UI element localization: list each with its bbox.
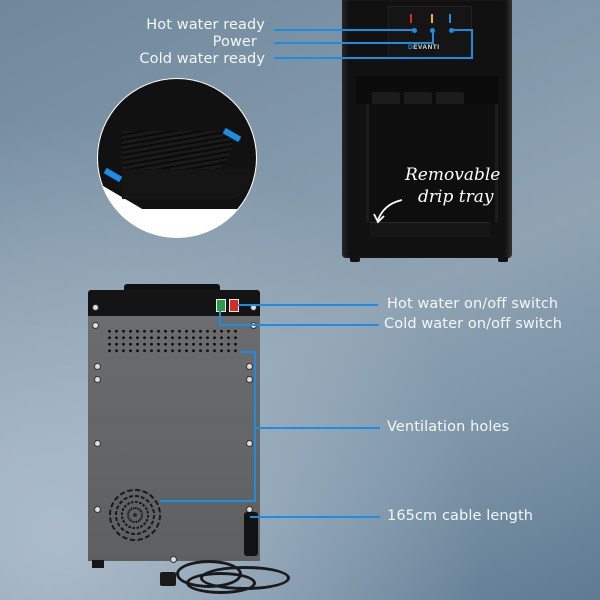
drip-tray-zoom-inset: [97, 78, 257, 238]
vent-leader-top: [240, 351, 256, 353]
tap-hot: [372, 92, 400, 106]
drip-tray-annotation-line2: drip tray: [418, 187, 494, 207]
curved-arrow-icon: [373, 199, 403, 224]
screw: [246, 363, 253, 370]
power-label: Power: [212, 34, 257, 50]
hot-indicator-icon: [410, 14, 412, 23]
cold-water-switch-label: Cold water on/off switch: [384, 316, 563, 332]
power-leader-line: [274, 42, 434, 44]
fan-leader-line: [160, 500, 256, 502]
ventilation-holes-label: Ventilation holes: [387, 419, 510, 435]
power-cable-inlet: [244, 512, 258, 556]
inset-drip-grill: [122, 131, 232, 173]
screw: [94, 363, 101, 370]
cold-ready-leader-riser: [471, 29, 473, 59]
drip-tray: [370, 222, 490, 237]
hot-ready-dot: [412, 28, 417, 33]
bottle-seat: [124, 284, 220, 294]
inset-tray-lip: [122, 169, 250, 199]
foot-left: [350, 257, 360, 262]
fan-grille-slots: [108, 488, 162, 542]
screw: [92, 322, 99, 329]
power-indicator-icon: [431, 14, 433, 23]
vent-leader-line: [256, 427, 380, 429]
cold-indicator-icon: [449, 14, 451, 23]
drip-tray-annotation-line1: Removable: [405, 165, 501, 185]
screw: [94, 440, 101, 447]
cold-switch-leader-line: [219, 324, 379, 326]
tap-cold: [436, 92, 464, 106]
hot-ready-leader-line: [274, 29, 414, 31]
hot-switch-leader-line: [238, 304, 378, 306]
foot-right: [498, 257, 508, 262]
cable-leader-line: [250, 516, 380, 518]
cable-coil: [186, 572, 256, 594]
back-foot: [92, 560, 104, 568]
screw: [92, 304, 99, 311]
ventilation-grid: [106, 328, 240, 354]
screw: [170, 556, 177, 563]
screw: [94, 506, 101, 513]
power-dot: [430, 28, 435, 33]
hot-water-ready-label: Hot water ready: [146, 17, 265, 33]
power-leader-riser: [432, 31, 434, 44]
cold-water-switch[interactable]: [216, 299, 226, 312]
power-plug-icon: [160, 572, 176, 586]
vent-leader-riser: [254, 351, 256, 501]
dispensing-area: [366, 104, 498, 222]
brand-logo: DEVANTI: [408, 44, 440, 51]
hot-water-switch-label: Hot water on/off switch: [387, 296, 559, 312]
cold-water-ready-label: Cold water ready: [139, 51, 265, 67]
tap-room: [404, 92, 432, 106]
cold-switch-leader-riser: [219, 311, 221, 325]
cold-ready-leader-line: [274, 57, 473, 59]
cold-ready-dot: [449, 28, 454, 33]
cable-length-label: 165cm cable length: [387, 508, 534, 524]
cold-ready-leader-top: [452, 29, 473, 31]
screw: [246, 376, 253, 383]
screw: [94, 376, 101, 383]
screw: [246, 440, 253, 447]
